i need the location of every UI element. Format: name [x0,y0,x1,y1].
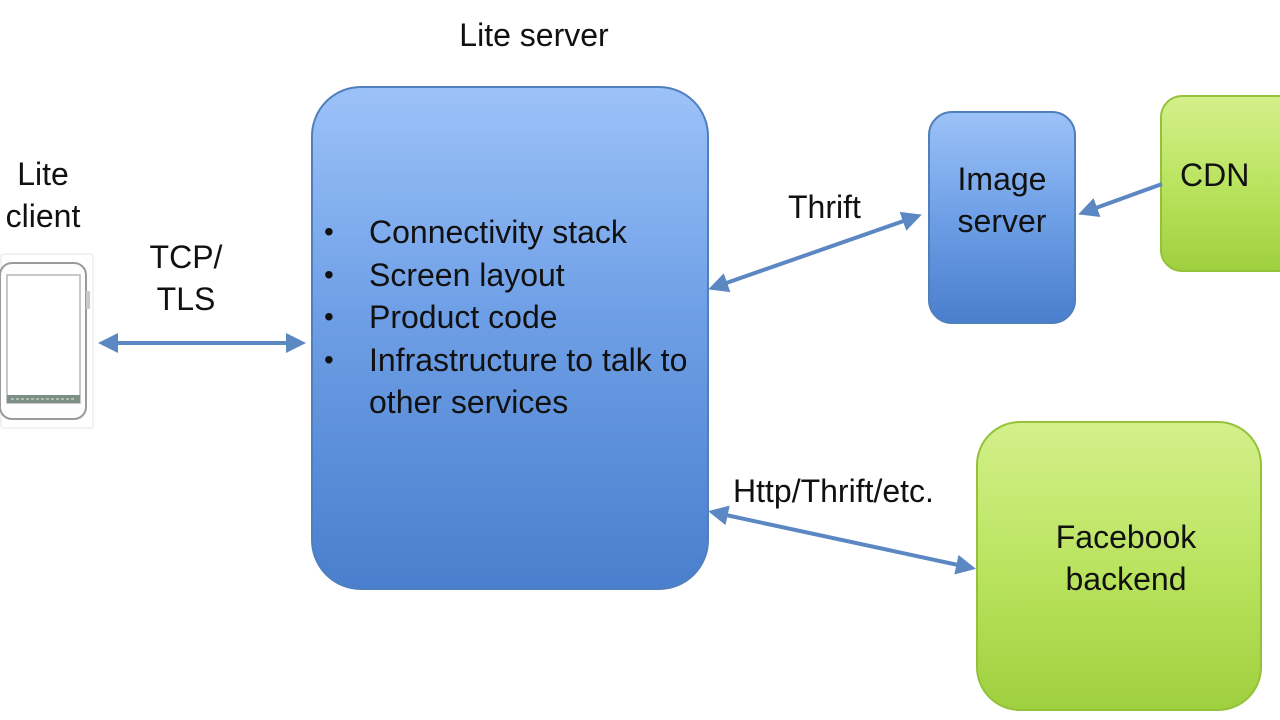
feature-item: Infrastructure to talk to other services [324,339,694,424]
feature-item: Screen layout [324,254,694,297]
tcp-tls-label: TCP/ TLS [149,239,223,317]
image-server-label: Image server [957,161,1047,239]
feature-item: Connectivity stack [324,211,694,254]
feature-item: Product code [324,296,694,339]
lite-client-label: Lite client [5,156,81,234]
cdn-label: CDN [1180,157,1250,193]
server-backend-arrow [708,505,976,575]
facebook-backend-label: Facebook backend [1055,519,1197,597]
cdn-image-arrow [1078,182,1163,217]
http-thrift-label: Http/Thrift/etc. [733,473,934,509]
cdn-box [1160,95,1280,272]
lite-server-feature-list: Connectivity stack Screen layout Product… [324,211,694,424]
image-server-box: Image server [928,111,1076,324]
server-image-arrow [708,211,922,293]
facebook-backend-box [976,421,1262,711]
lite-server-title: Lite server [459,17,609,53]
phone-icon [0,253,94,429]
